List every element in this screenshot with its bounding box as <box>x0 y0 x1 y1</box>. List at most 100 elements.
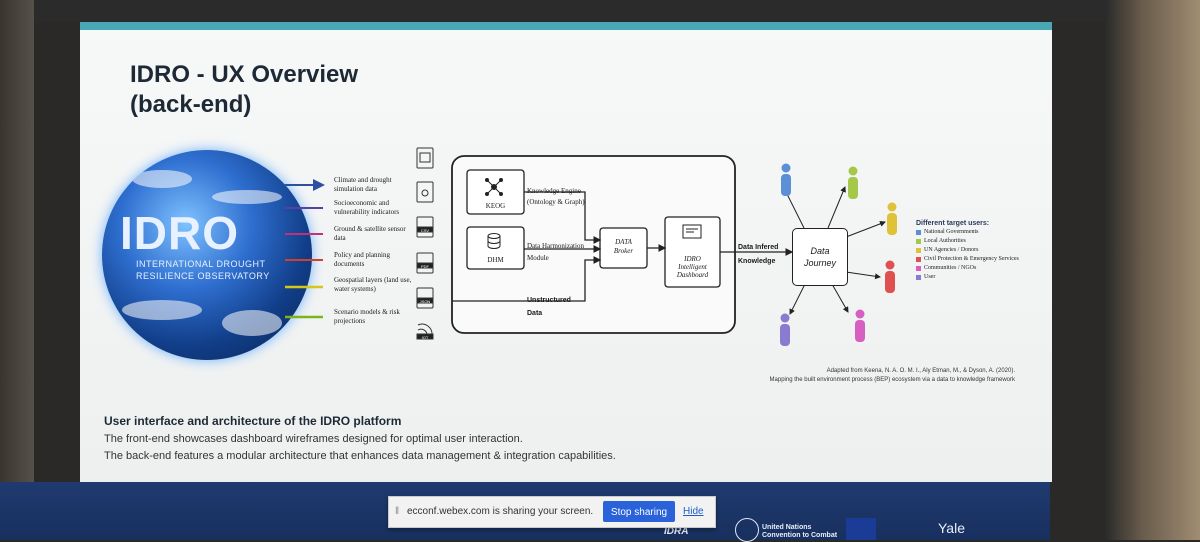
harmonization-line2: Module <box>527 254 549 262</box>
source-label-2: Socioeconomic and vulnerability indicato… <box>334 199 400 216</box>
legend-item: Civil Protection & Emergency Services <box>916 255 1019 264</box>
broker-label-line1: DATA <box>615 238 632 246</box>
user-icon-red <box>885 260 895 293</box>
legend-item-label: User <box>924 274 936 280</box>
journey-line1: Data <box>810 246 830 256</box>
spoke-top <box>827 186 846 229</box>
legend-item: Local Authorities <box>916 237 1019 246</box>
csv-file-icon <box>416 216 434 238</box>
monitor-file-icon <box>416 147 434 169</box>
knowledge-engine-line2: (Ontology & Graph) <box>527 198 585 206</box>
spoke-right-bottom <box>845 271 881 280</box>
caption-line1: The front-end showcases dashboard wirefr… <box>104 433 523 445</box>
source-arrows <box>285 179 325 319</box>
knowledge-engine-line1: Knowledge Engine <box>527 187 581 195</box>
inferred-line2: Knowledge <box>738 258 776 265</box>
user-icon-purple <box>780 313 790 346</box>
slide-accent-bar <box>80 22 1052 30</box>
un-line1: United Nations <box>762 524 812 531</box>
citation-line1: Adapted from Keena, N. A. O. M. I., Aly … <box>826 368 1015 374</box>
knowledge-engine-label: Knowledge Engine (Ontology & Graph) <box>527 186 585 208</box>
pdf-tag: PDF <box>421 264 429 269</box>
caption-title: User interface and architecture of the I… <box>104 414 402 428</box>
legend-item-label: Civil Protection & Emergency Services <box>924 256 1019 262</box>
user-icon-yellow <box>887 202 897 235</box>
legend-item-label: Local Authorities <box>924 238 966 244</box>
idro-globe-logo: IDRO INTERNATIONAL DROUGHT RESILIENCE OB… <box>102 150 312 360</box>
screen-share-bar: ‖ ecconf.webex.com is sharing your scree… <box>388 496 716 528</box>
legend-item: Communities / NGOs <box>916 264 1019 273</box>
slide-title: IDRO - UX Overview (back-end) <box>130 60 358 120</box>
harmonization-label: Data Harmonization Module <box>527 240 584 264</box>
dashboard-label: IDRO Intelligent Dashboard <box>665 255 720 279</box>
dhm-label: DHM <box>487 256 504 264</box>
unstructured-label: Unstructured Data <box>527 294 571 320</box>
legend-item: National Governments <box>916 228 1019 237</box>
user-icon-blue <box>781 163 791 196</box>
user-icon-pink <box>855 309 865 342</box>
journey-line2: Journey <box>803 258 837 268</box>
spoke-right-top <box>845 220 886 238</box>
un-emblem-icon <box>735 518 759 542</box>
user-icon-green <box>848 166 858 199</box>
network-icon <box>485 178 503 196</box>
legend-item-label: National Governments <box>924 229 979 235</box>
globe-title: IDRO <box>120 207 239 259</box>
source-label-6: Scenario models & risk projections <box>334 308 400 325</box>
partner-logo: Yale <box>938 520 965 536</box>
footer-idro-mark: IDRA <box>664 526 689 537</box>
citation: Adapted from Keena, N. A. O. M. I., Aly … <box>700 367 1015 385</box>
dashboard-label-line2: Intelligent <box>678 263 707 271</box>
source-label-3: Ground & satellite sensor data <box>334 225 406 242</box>
legend-title: Different target users: <box>916 220 990 227</box>
un-line2: Convention to Combat <box>762 532 838 539</box>
stop-sharing-button[interactable]: Stop sharing <box>603 501 675 522</box>
inferred-line1: Data Infered <box>738 244 779 251</box>
inferred-knowledge-label: Data Infered Knowledge <box>738 241 778 269</box>
csv-tag: CSV <box>420 228 430 233</box>
user-icons <box>780 163 897 346</box>
pdf-file-icon <box>416 252 434 274</box>
sensor-signal-icon <box>416 323 434 340</box>
source-label-1: Climate and drought simulation data <box>334 176 392 193</box>
room-right-edge <box>1105 0 1200 540</box>
image-file-icon <box>416 181 434 203</box>
keog-label: KEOG <box>485 202 506 210</box>
monitor-top-frame <box>0 0 1200 22</box>
source-label-4: Policy and planning documents <box>334 251 390 268</box>
unstructured-line1: Unstructured <box>527 297 571 304</box>
broker-label: DATA Broker <box>600 238 647 256</box>
data-journey-box: Data Journey <box>792 228 848 286</box>
slide-title-line1: IDRO - UX Overview <box>130 61 359 88</box>
journey-spokes <box>784 186 886 315</box>
legend-item: User <box>916 273 1019 282</box>
globe-subtitle-line1: INTERNATIONAL DROUGHT <box>136 259 266 269</box>
legend-item-label: Communities / NGOs <box>924 265 977 271</box>
json-tag: JSON <box>419 299 431 304</box>
hide-link[interactable]: Hide <box>683 506 704 517</box>
unstructured-line2: Data <box>527 310 543 317</box>
file-icons <box>416 147 434 340</box>
legend-item-label: UN Agencies / Donors <box>924 247 979 253</box>
dashboard-label-line3: Dashboard <box>676 271 709 279</box>
spoke-bottom-right <box>831 283 849 313</box>
target-users-legend: Different target users: National Governm… <box>916 220 1019 282</box>
architecture-diagram <box>285 147 897 346</box>
globe-subtitle-line2: RESILIENCE OBSERVATORY <box>136 271 270 281</box>
presentation-slide: IDRO - UX Overview (back-end) IDRO INTER… <box>80 22 1052 482</box>
iot-tag: IOT <box>421 335 429 340</box>
dashboard-label-line1: IDRO <box>684 255 701 263</box>
share-message: ecconf.webex.com is sharing your screen. <box>407 506 594 517</box>
slide-title-line2: (back-end) <box>130 91 252 118</box>
citation-line2: Mapping the built environment process (B… <box>769 377 1015 383</box>
globe-subtitle: INTERNATIONAL DROUGHT RESILIENCE OBSERVA… <box>136 258 270 282</box>
database-icon <box>487 233 501 249</box>
spoke-bottom-left <box>789 283 806 315</box>
spoke-top-left <box>784 189 805 229</box>
caption-line2: The back-end features a modular architec… <box>104 450 616 462</box>
room-left-edge <box>0 0 34 540</box>
keog-to-broker <box>524 191 602 244</box>
eu-flag-icon <box>846 518 876 540</box>
dashboard-icon <box>682 224 702 239</box>
legend-item: UN Agencies / Donors <box>916 246 1019 255</box>
